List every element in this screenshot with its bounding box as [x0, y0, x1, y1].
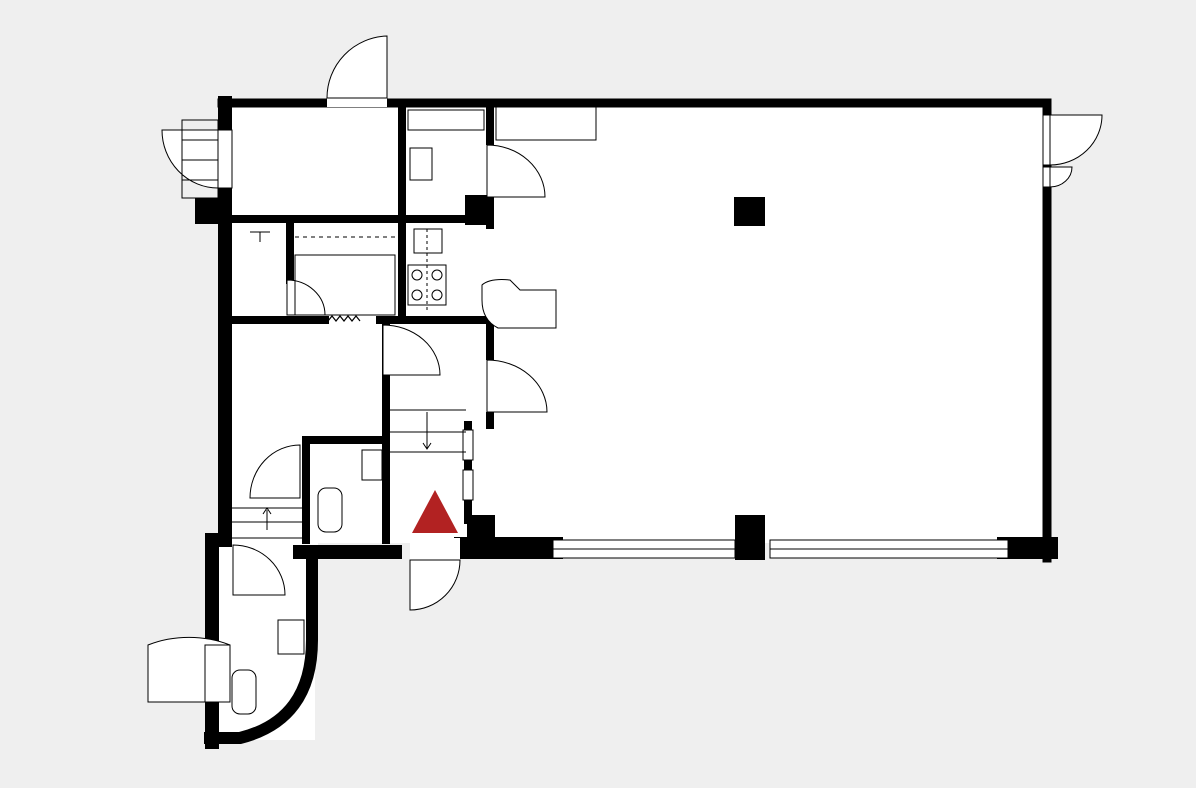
door-icon: [326, 35, 388, 99]
toilet-icon: [231, 669, 257, 715]
door-icon: [1049, 114, 1103, 166]
floor-area: [210, 103, 1047, 742]
shower-curtain-icon: [327, 315, 361, 322]
fixtures: [231, 106, 597, 715]
sink-icon: [413, 228, 443, 254]
counter-icon: [481, 279, 557, 329]
door-icon: [486, 144, 546, 198]
sink-icon: [277, 619, 305, 655]
column: [734, 197, 765, 226]
door-icon: [161, 129, 219, 189]
door-icon: [486, 359, 548, 413]
door-icon: [382, 324, 441, 376]
door-icon: [232, 544, 286, 596]
doors: [147, 35, 1103, 703]
stairs: [232, 409, 466, 539]
door-icon: [249, 444, 301, 499]
you-are-here-marker-icon: [412, 490, 458, 533]
windows: [217, 114, 1052, 559]
sink-icon: [361, 449, 383, 481]
toilet-icon: [317, 487, 343, 533]
door-icon: [409, 559, 461, 611]
sink-icon: [409, 147, 433, 181]
door-icon: [1049, 166, 1073, 188]
